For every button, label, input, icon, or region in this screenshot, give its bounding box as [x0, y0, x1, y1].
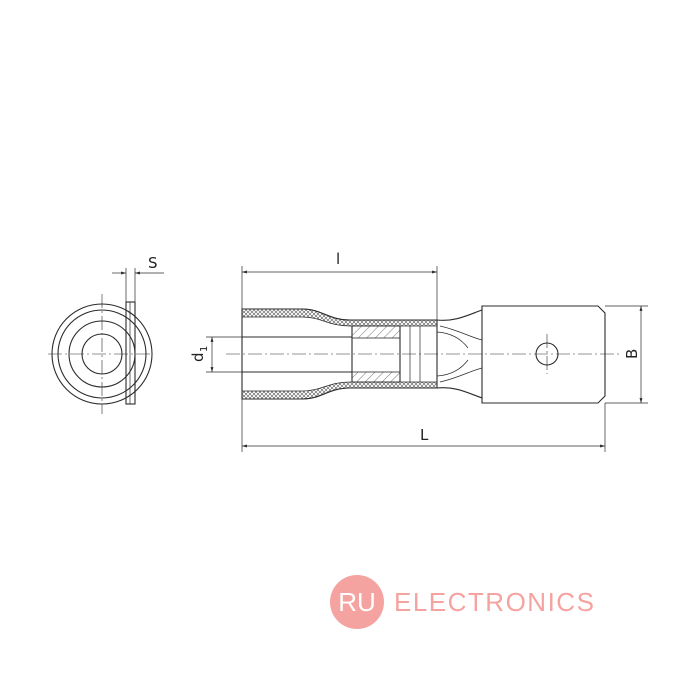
logo-name-text: ELECTRONICS: [394, 587, 595, 617]
ru-electronics-logo: RU ELECTRONICS: [330, 575, 595, 629]
logo-badge-text: RU: [338, 587, 376, 617]
side-view: [226, 305, 620, 404]
end-view: S: [48, 254, 164, 414]
dimension-l-big-label: L: [420, 426, 429, 444]
dimension-b-label: B: [623, 349, 641, 359]
dimension-s-label: S: [148, 254, 158, 272]
dimension-l-small-label: l: [336, 250, 340, 268]
logo-badge-circle: [330, 575, 384, 629]
dimension-d1-label: d: [189, 352, 207, 362]
dimension-lines: l L d 1 B: [189, 250, 648, 452]
dimension-d1-subscript: 1: [199, 346, 210, 352]
